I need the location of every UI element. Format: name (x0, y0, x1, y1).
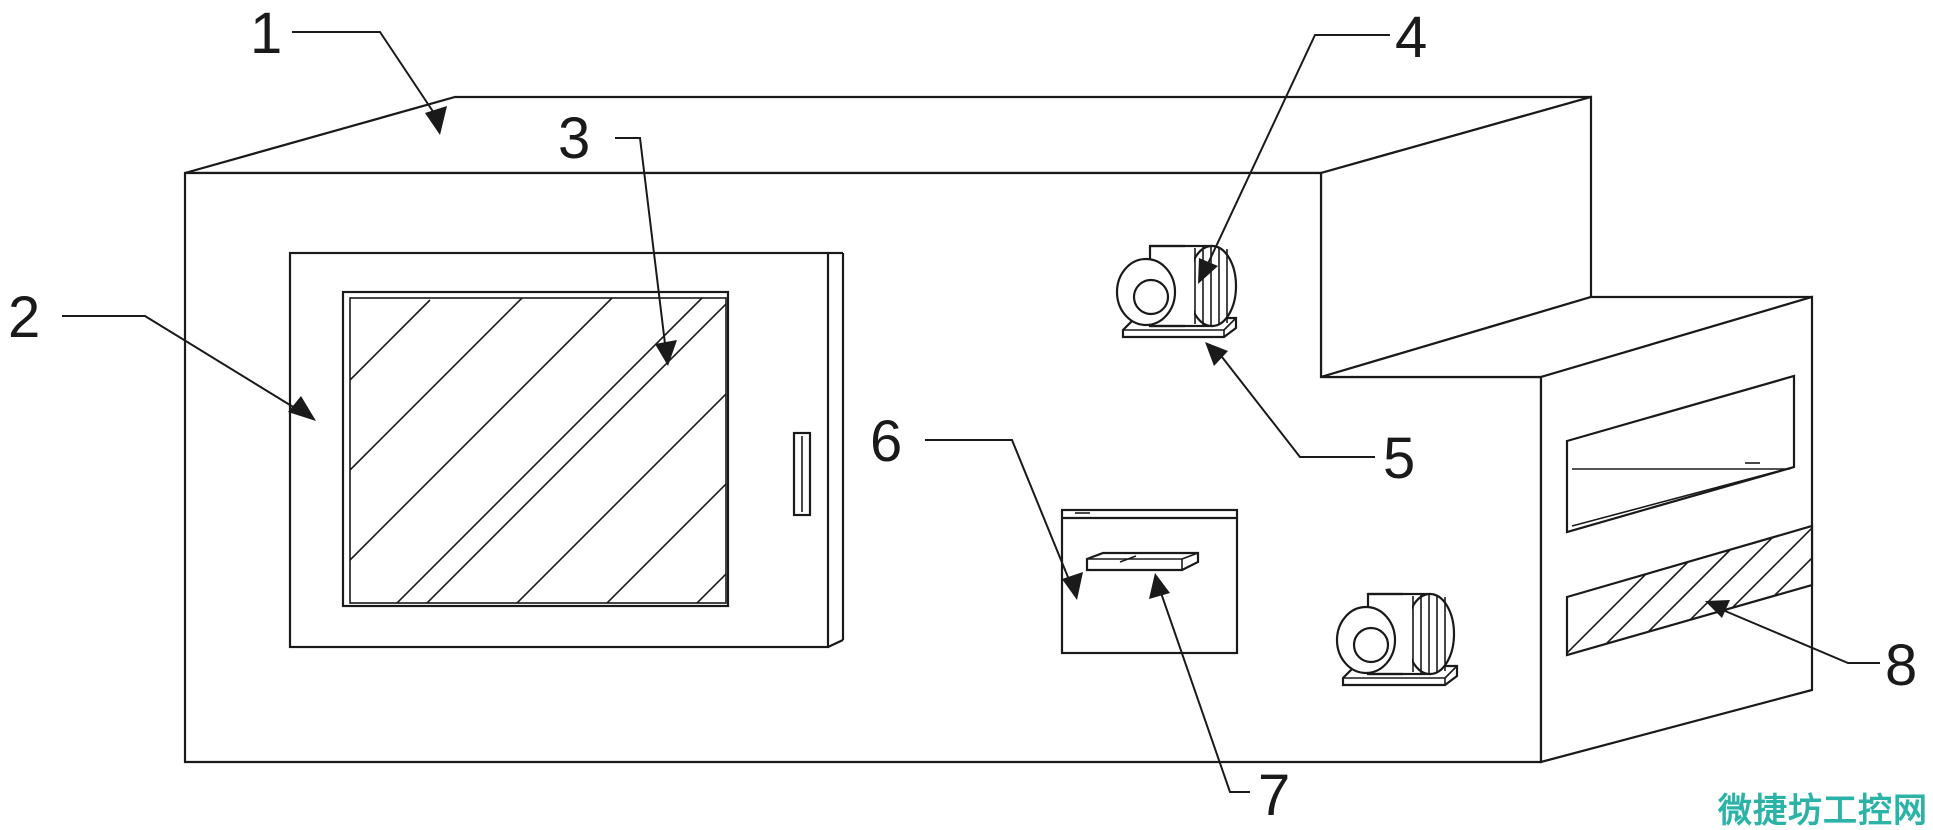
watermark: 微捷坊工控网 (1717, 791, 1928, 830)
arrow-6 (1062, 572, 1083, 600)
leader-5 (1221, 356, 1375, 458)
callout-labels: 1 2 3 4 5 6 7 8 (8, 1, 1917, 828)
door (288, 251, 845, 649)
leader-2 (62, 315, 304, 414)
window-glass-hatch (350, 298, 726, 603)
callout-label-4: 4 (1395, 5, 1427, 70)
callout-label-1: 1 (250, 1, 282, 66)
lower-motor (1335, 592, 1459, 687)
step-side-face (1539, 295, 1814, 764)
leader-4 (1204, 34, 1390, 271)
arrow-7 (1149, 573, 1170, 599)
arrow-4 (1198, 258, 1218, 284)
arrow-2 (288, 396, 316, 421)
callout-label-3: 3 (558, 106, 590, 171)
drawer-box (1060, 508, 1239, 655)
callout-label-7: 7 (1258, 763, 1290, 828)
callout-label-5: 5 (1383, 426, 1415, 491)
leader-3 (615, 137, 667, 353)
leaders (62, 31, 1880, 793)
callout-label-8: 8 (1885, 633, 1917, 698)
leader-7 (1159, 589, 1250, 793)
arrow-5 (1205, 342, 1228, 366)
leader-8 (1717, 607, 1880, 664)
callout-label-6: 6 (870, 409, 902, 474)
arrow-8 (1705, 600, 1730, 618)
arrow-1 (425, 106, 447, 135)
leader-1 (292, 31, 441, 123)
arrow-3 (655, 340, 677, 366)
side-upper-opening (1565, 374, 1796, 534)
callout-label-2: 2 (8, 285, 40, 350)
drawer-handle (1085, 551, 1200, 572)
drawer (1060, 508, 1239, 655)
leader-6 (925, 439, 1073, 588)
